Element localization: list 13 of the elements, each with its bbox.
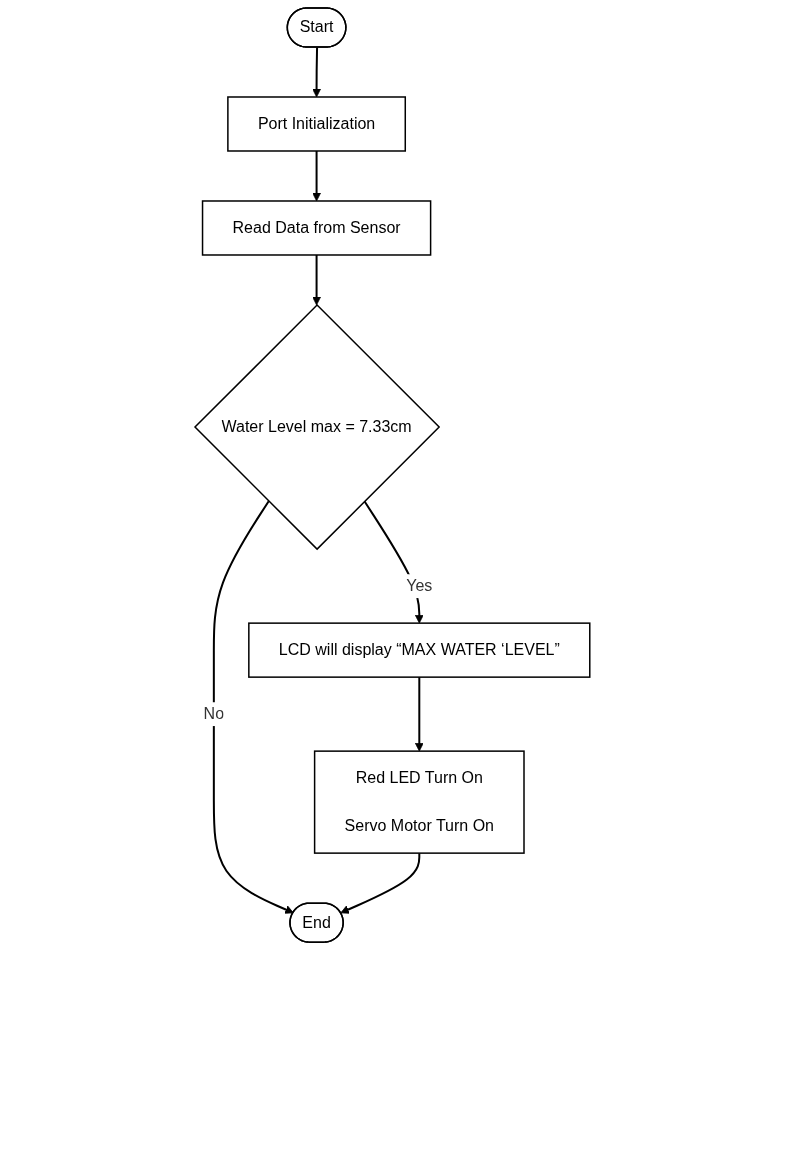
node-box: Read Data from Sensor xyxy=(201,200,432,256)
edge-label: Yes xyxy=(406,577,433,595)
arrow xyxy=(312,46,322,98)
arrow xyxy=(312,254,322,306)
arrow xyxy=(312,150,322,202)
arrow xyxy=(415,676,424,752)
node-box: Red LED Turn On Servo Motor Turn On xyxy=(314,750,525,854)
node-box: Port Initialization xyxy=(227,96,407,152)
node-diamond: Water Level max = 7.33cm xyxy=(194,303,441,551)
arrow xyxy=(340,852,421,914)
node-box: LCD will display “MAX WATER ‘LEVEL” xyxy=(248,622,591,678)
arrow xyxy=(212,500,294,914)
edge-label: No xyxy=(203,705,225,723)
